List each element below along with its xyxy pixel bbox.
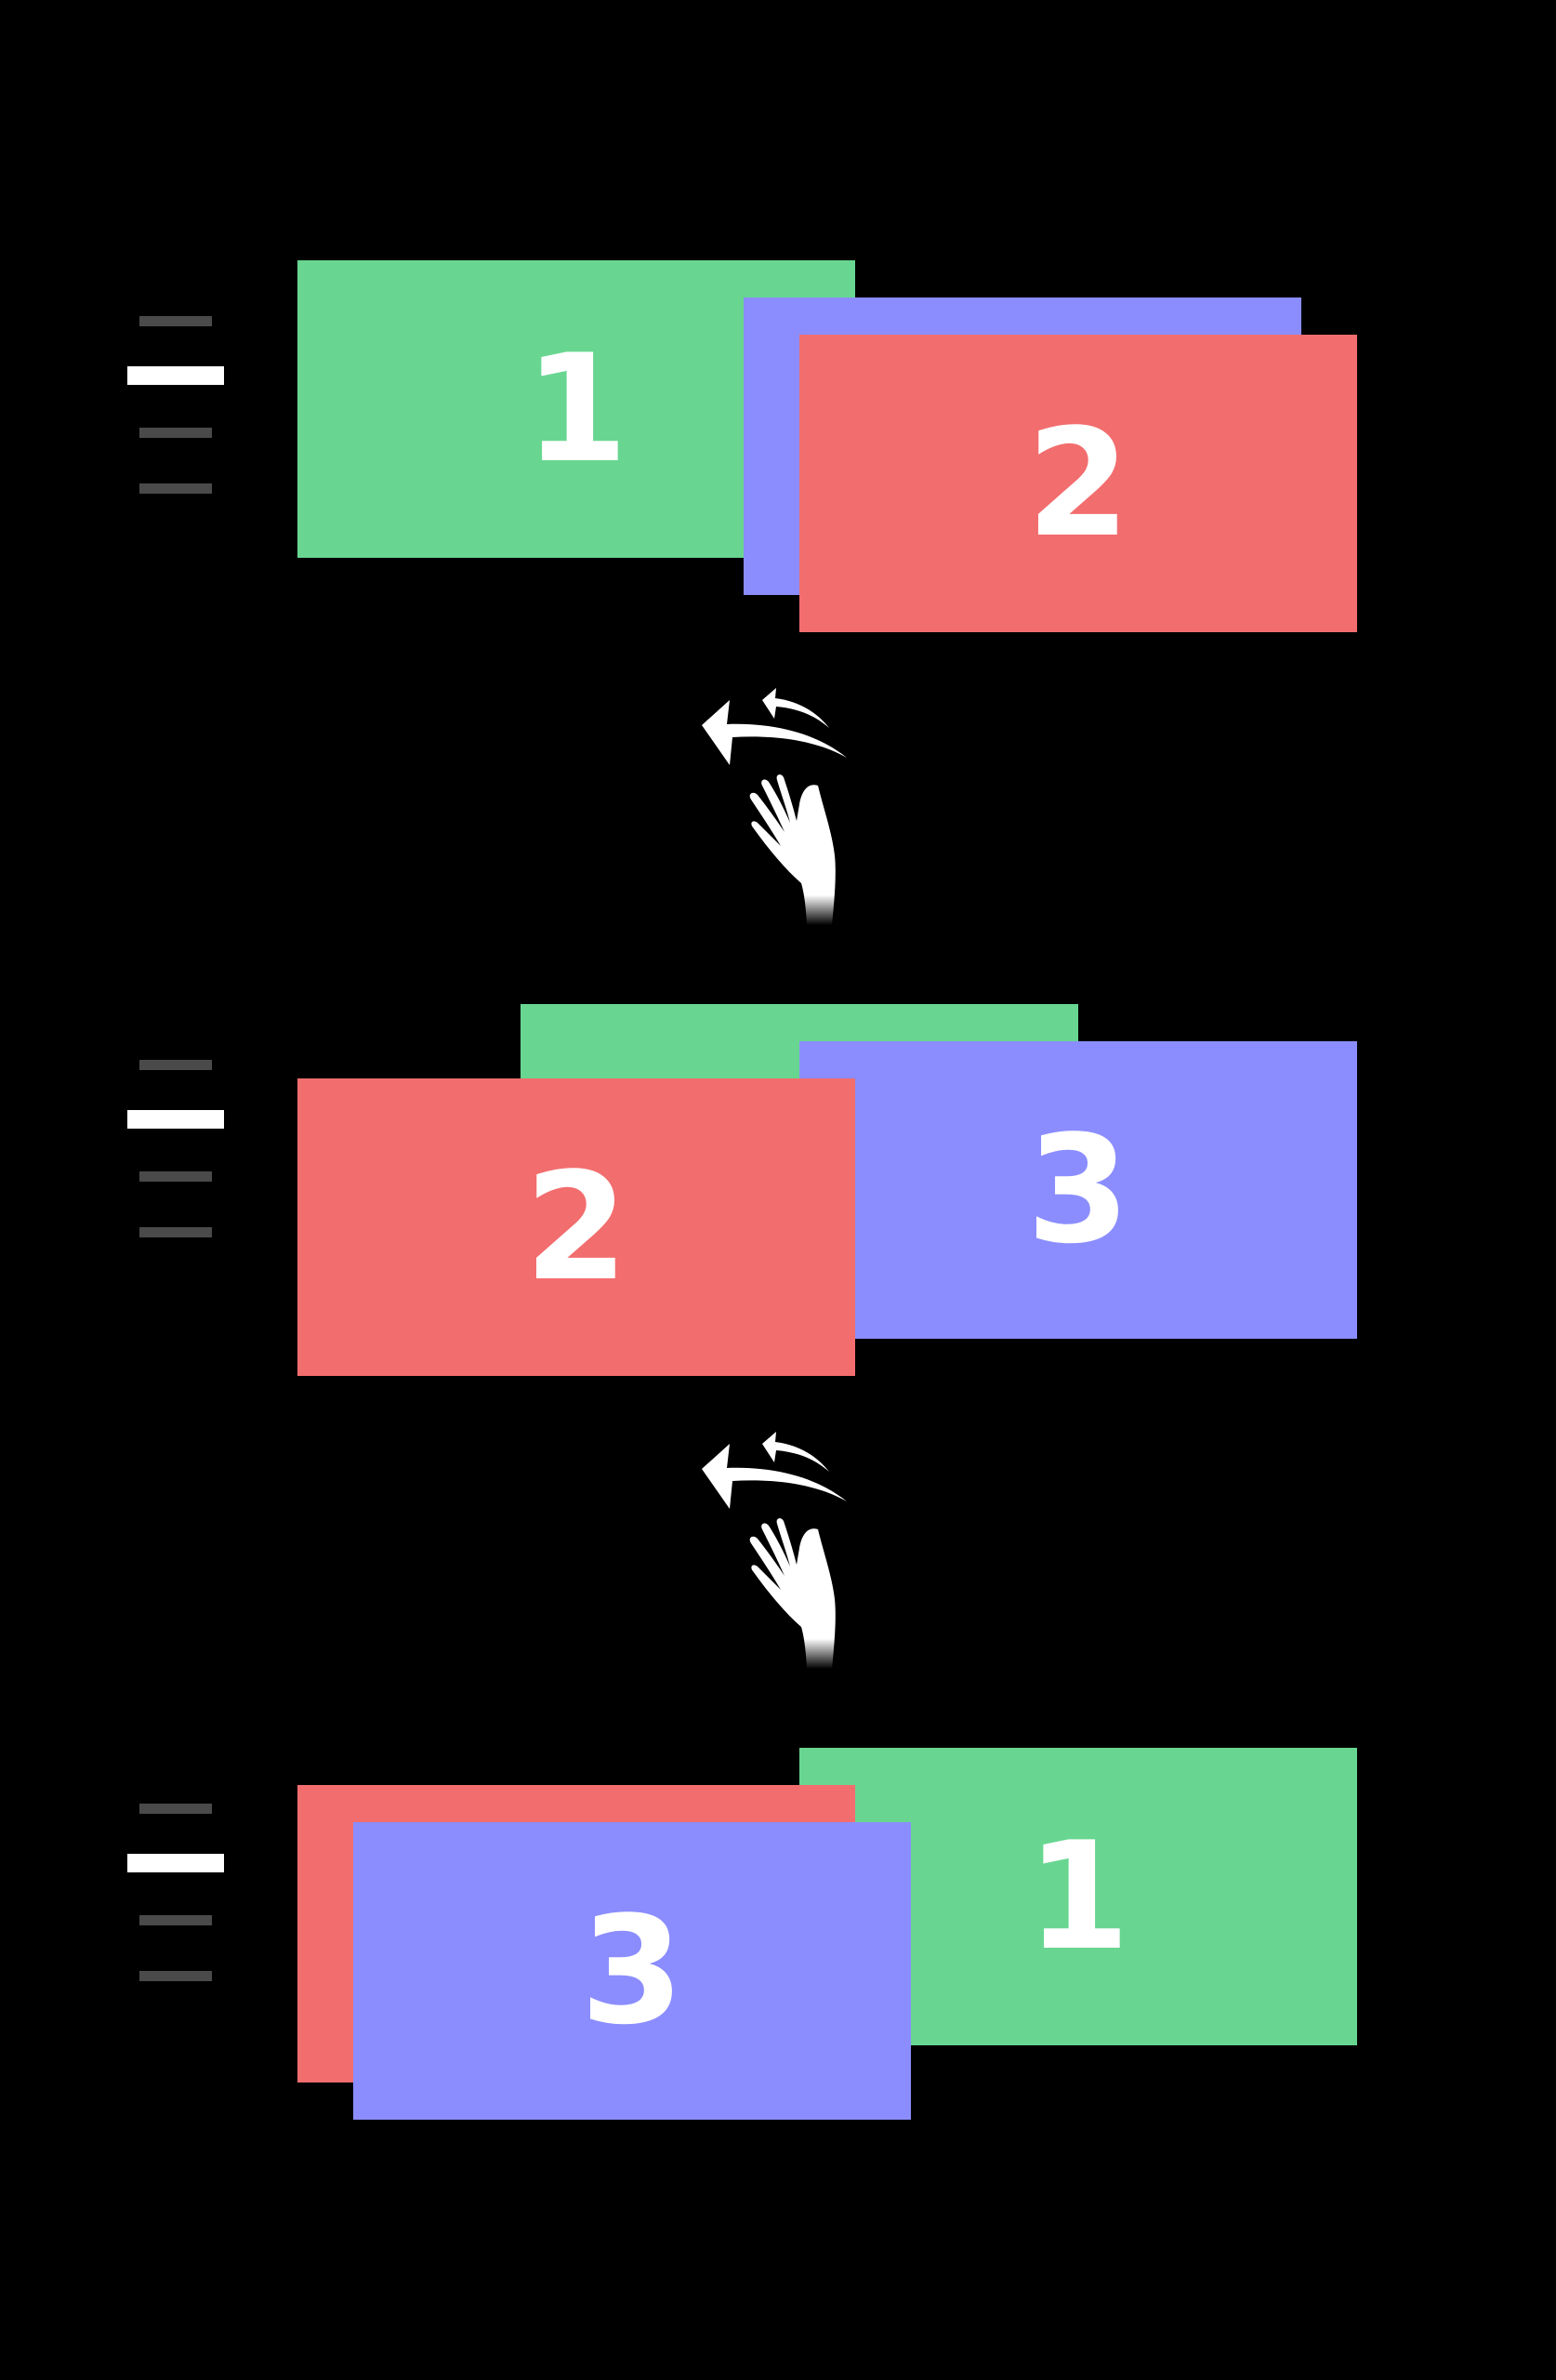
carousel-step-2: 3 2 — [0, 995, 1556, 1385]
indicator-line — [139, 1915, 212, 1925]
indicator-line — [139, 483, 212, 494]
swipe-left-hand-icon — [702, 1432, 847, 1669]
indicator-line-active — [127, 1110, 224, 1129]
indicator-line — [139, 1804, 212, 1814]
page-indicator — [127, 1804, 224, 1990]
card-label: 2 — [524, 1140, 628, 1314]
swipe-left-hand-icon — [702, 688, 847, 925]
card-label: 1 — [1026, 1809, 1130, 1983]
card-red[interactable]: 2 — [297, 1078, 855, 1376]
indicator-line — [139, 1971, 212, 1981]
indicator-line — [139, 1171, 212, 1182]
card-red[interactable]: 2 — [799, 335, 1357, 632]
card-label: 3 — [1026, 1103, 1130, 1276]
swipe-left-hand-icon — [688, 1427, 864, 1669]
card-label: 2 — [1026, 396, 1130, 570]
card-blue[interactable]: 3 — [353, 1822, 911, 2120]
card-label: 3 — [580, 1884, 684, 2057]
page-indicator — [127, 1060, 224, 1246]
indicator-line — [139, 1227, 212, 1237]
carousel-step-1: 1 2 — [0, 251, 1556, 641]
indicator-line-active — [127, 366, 224, 385]
carousel-step-3: 1 3 — [0, 1739, 1556, 2129]
card-blue[interactable]: 3 — [799, 1041, 1357, 1339]
indicator-line — [139, 428, 212, 438]
indicator-line-active — [127, 1854, 224, 1872]
page-indicator — [127, 316, 224, 502]
swipe-left-hand-icon — [688, 683, 864, 925]
indicator-line — [139, 316, 212, 326]
card-label: 1 — [524, 322, 628, 496]
indicator-line — [139, 1060, 212, 1070]
